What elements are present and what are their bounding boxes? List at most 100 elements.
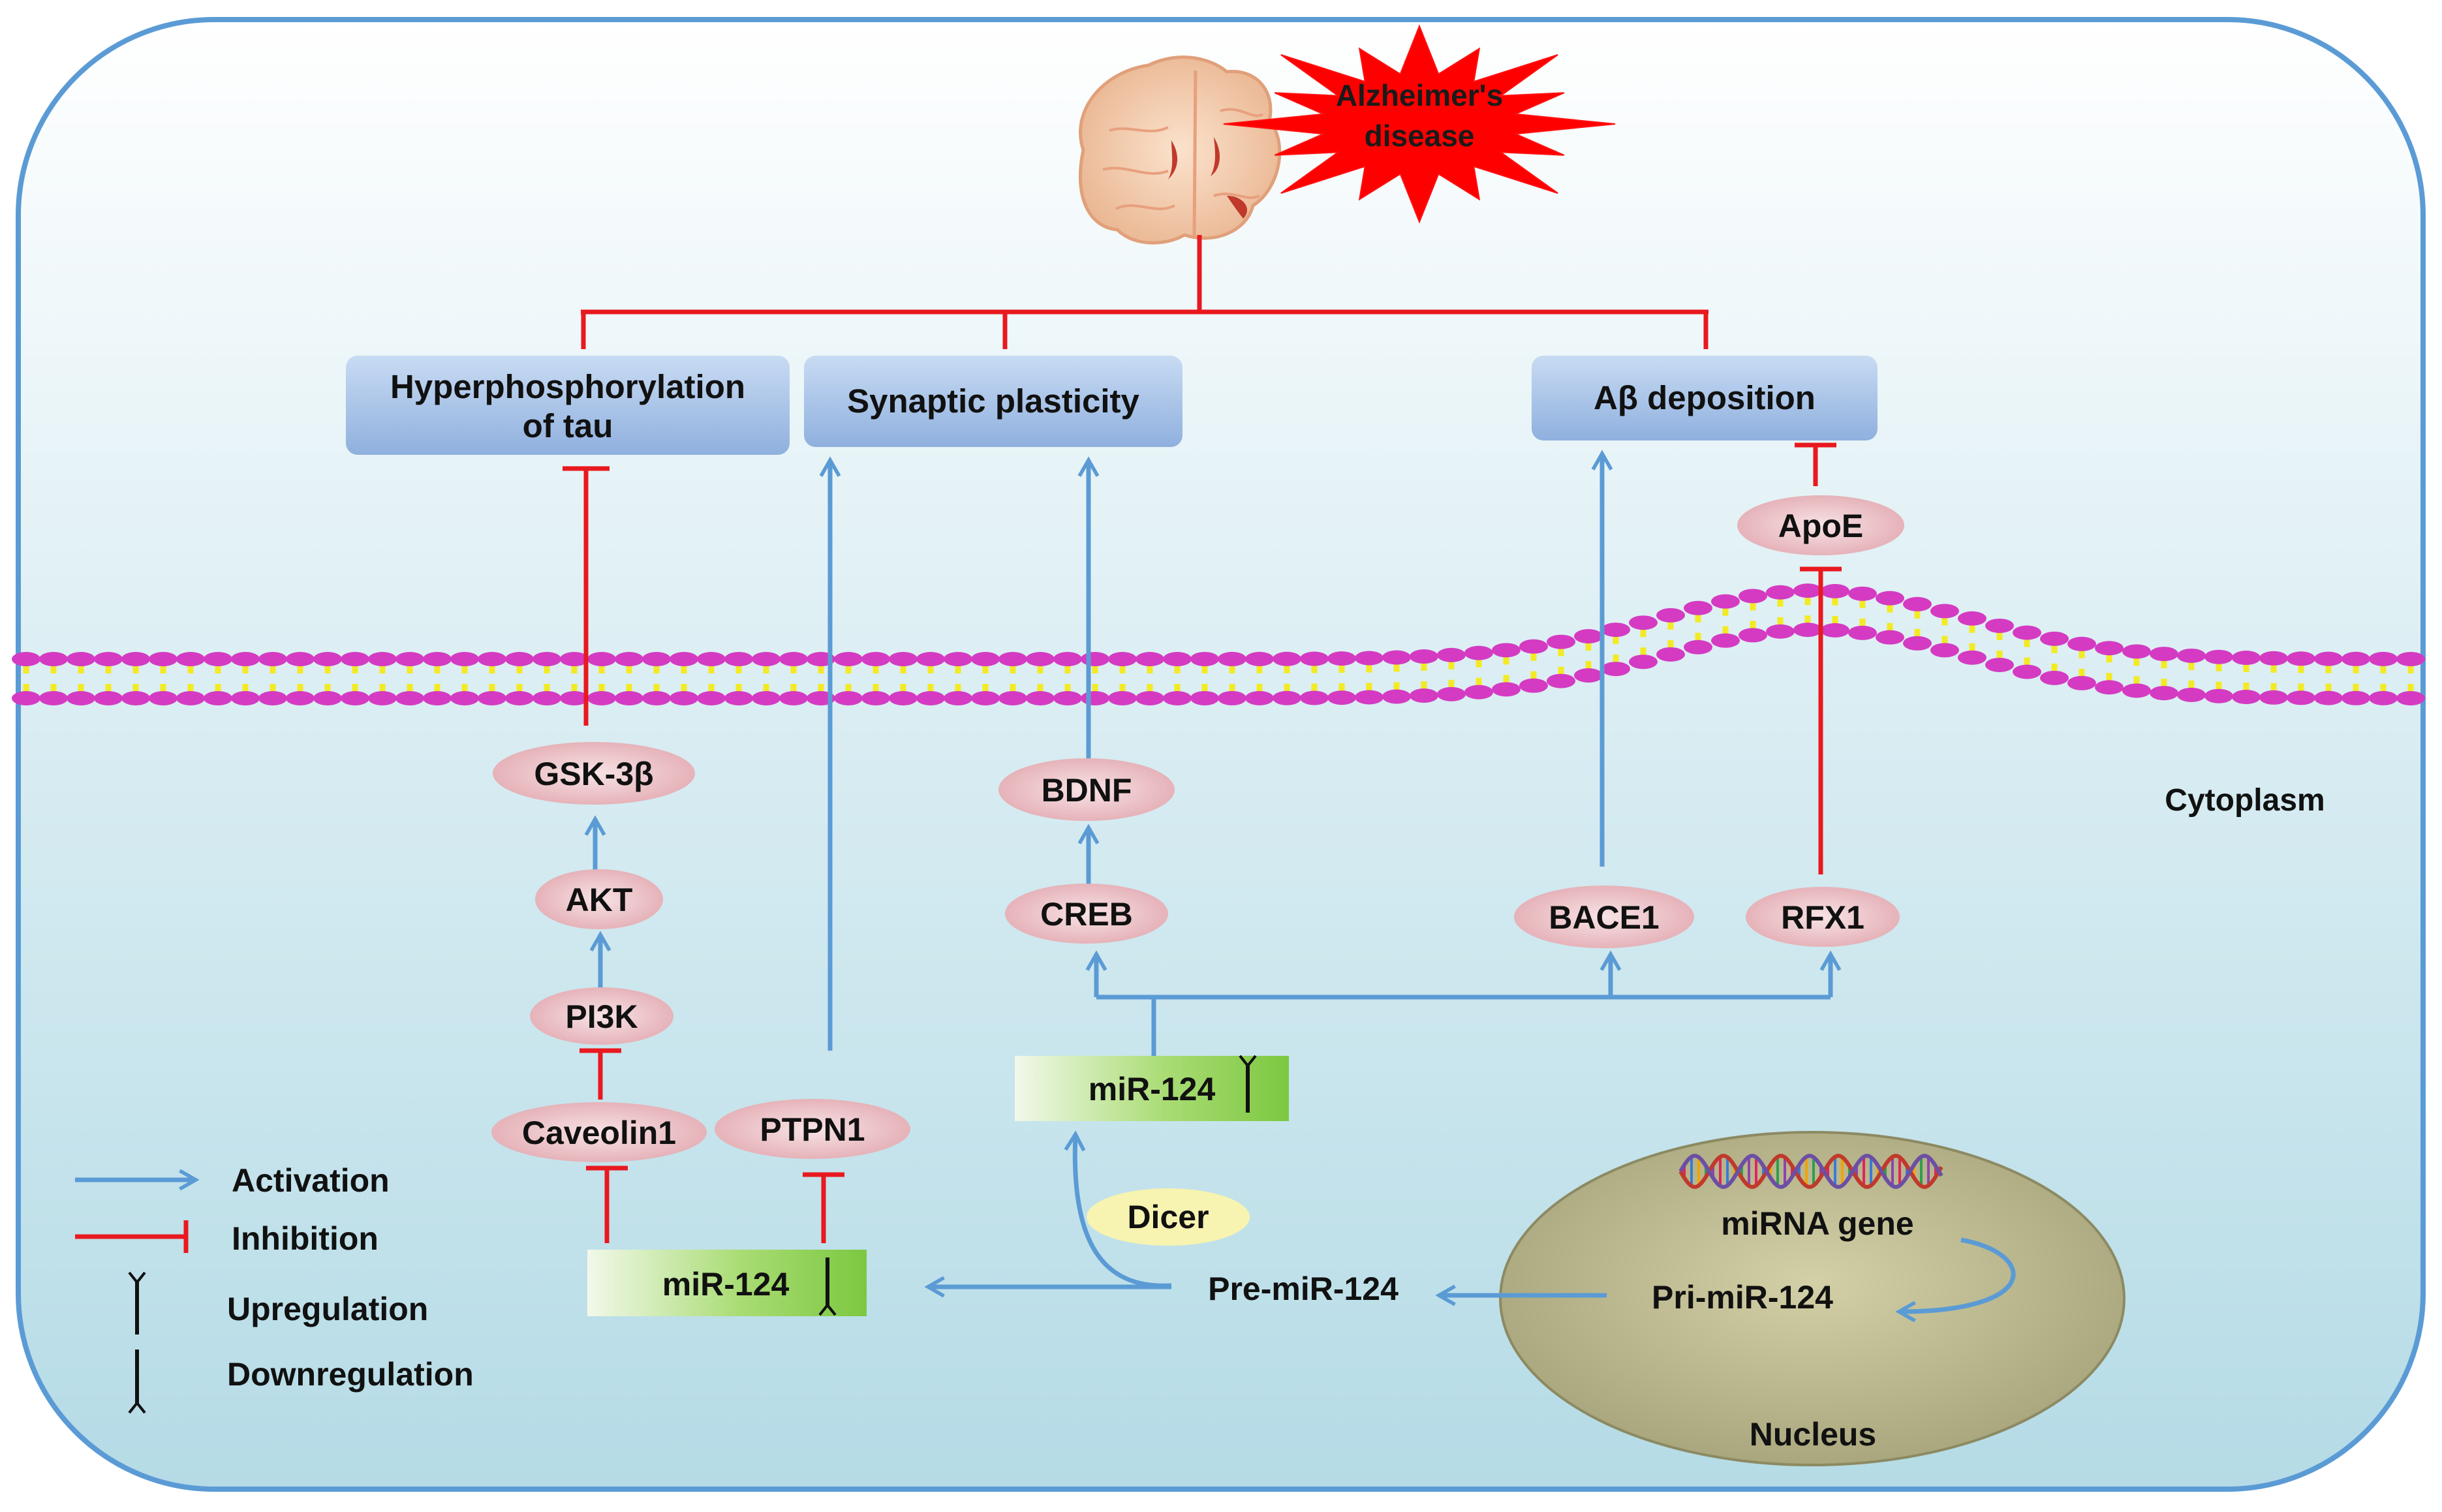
lipid-head xyxy=(1327,651,1356,666)
lipid-head xyxy=(1273,690,1301,705)
lipid-head xyxy=(2314,651,2343,666)
akt-label: AKT xyxy=(566,882,633,918)
lipid-head xyxy=(944,691,972,705)
lipid-head xyxy=(2013,625,2041,640)
lipid-head xyxy=(1711,594,1740,609)
lipid-head xyxy=(724,652,753,666)
mirna-gene-label: miRNA gene xyxy=(1721,1205,1913,1242)
lipid-head xyxy=(861,691,890,705)
lipid-head xyxy=(560,652,589,666)
lipid-head xyxy=(2095,680,2124,695)
lipid-head xyxy=(1053,690,1082,705)
lipid-head xyxy=(2204,649,2233,664)
lipid-head xyxy=(395,652,424,666)
lipid-head xyxy=(341,652,369,666)
lipid-head xyxy=(1601,623,1630,638)
lipid-head xyxy=(670,691,698,705)
disease-label-line1: Alzheimer's xyxy=(1336,78,1503,112)
lipid-head xyxy=(1547,673,1575,688)
lipid-head xyxy=(834,652,863,666)
lipid-head xyxy=(1848,586,1877,601)
lipid-head xyxy=(1821,623,1849,638)
lipid-head xyxy=(1163,651,1192,666)
disease-label-line2: disease xyxy=(1365,119,1475,153)
dna-strand xyxy=(1678,1154,1943,1189)
lipid-head xyxy=(533,652,561,666)
lipid-head xyxy=(313,652,342,666)
lipid-head xyxy=(2232,650,2261,665)
pre-mir-label: Pre-miR-124 xyxy=(1208,1271,1399,1307)
lipid-head xyxy=(642,691,671,705)
lipid-head xyxy=(889,652,918,666)
lipid-head xyxy=(1218,651,1246,666)
lipid-head xyxy=(779,691,808,705)
lipid-head xyxy=(1081,690,1109,705)
lipid-head xyxy=(1656,608,1685,623)
lipid-head xyxy=(149,652,178,666)
lipid-head xyxy=(1492,643,1521,658)
lipid-head xyxy=(1711,633,1740,648)
gsk3b-label: GSK-3β xyxy=(534,756,653,792)
lipid-head xyxy=(1848,625,1877,640)
lipid-head xyxy=(1163,690,1192,705)
lipid-head xyxy=(12,691,40,705)
lipid-head xyxy=(149,691,178,705)
lipid-head xyxy=(67,691,95,705)
lipid-head xyxy=(670,652,698,666)
molecule-ptpn1: PTPN1 xyxy=(715,1099,910,1159)
lipid-head xyxy=(1190,651,1219,666)
lipid-head xyxy=(1684,600,1712,615)
molecule-akt: AKT xyxy=(535,869,663,929)
lipid-head xyxy=(39,652,68,666)
molecule-creb: CREB xyxy=(1005,884,1168,944)
lipid-head xyxy=(889,691,918,705)
gene-to-pri-mir-arrow xyxy=(1895,1237,2016,1323)
lipid-head xyxy=(1437,687,1466,702)
lipid-head xyxy=(1300,690,1329,705)
molecule-bdnf: BDNF xyxy=(998,758,1175,821)
lipid-head xyxy=(916,691,945,705)
lipid-head xyxy=(2287,690,2315,705)
molecule-pi3k: PI3K xyxy=(530,987,673,1045)
lipid-head xyxy=(615,652,643,666)
lipid-head xyxy=(1026,690,1055,705)
lipid-head xyxy=(998,651,1027,666)
lipid-head xyxy=(1327,690,1356,705)
bace1-label: BACE1 xyxy=(1549,899,1659,936)
disease-inhibition-bracket xyxy=(581,235,1708,349)
lipid-head xyxy=(1519,678,1548,693)
lipid-head xyxy=(204,691,232,705)
lipid-head xyxy=(2396,651,2425,666)
lipid-head xyxy=(2314,690,2343,705)
lipid-head xyxy=(1519,639,1548,654)
lipid-head xyxy=(1108,651,1137,666)
bdnf-label: BDNF xyxy=(1042,772,1132,809)
lipid-head xyxy=(1574,628,1603,643)
tau-label-line2: of tau xyxy=(523,407,613,444)
lipid-head xyxy=(176,652,205,666)
cell-membrane xyxy=(12,583,2425,705)
lipid-head xyxy=(423,652,452,666)
lipid-head xyxy=(2287,651,2315,666)
lipid-head xyxy=(1053,651,1082,666)
lipid-head xyxy=(231,652,260,666)
lipid-head xyxy=(258,691,287,705)
lipid-head xyxy=(1958,650,1986,665)
lipid-head xyxy=(1273,651,1301,666)
molecule-gsk3b: GSK-3β xyxy=(493,742,695,805)
lipid-head xyxy=(1355,690,1383,705)
lipid-head xyxy=(1547,634,1575,649)
lipid-head xyxy=(1739,589,1767,604)
lipid-head xyxy=(1601,662,1630,677)
pi3k-label: PI3K xyxy=(565,998,638,1035)
lipid-head xyxy=(971,651,1000,666)
lipid-head xyxy=(1382,689,1411,704)
lipid-head xyxy=(1136,690,1164,705)
lipid-head xyxy=(368,652,397,666)
lipid-head xyxy=(2342,690,2370,705)
lipid-head xyxy=(1081,651,1109,666)
lipid-head xyxy=(2095,641,2124,656)
lipid-head xyxy=(587,652,616,666)
abeta-box xyxy=(1532,356,1878,440)
